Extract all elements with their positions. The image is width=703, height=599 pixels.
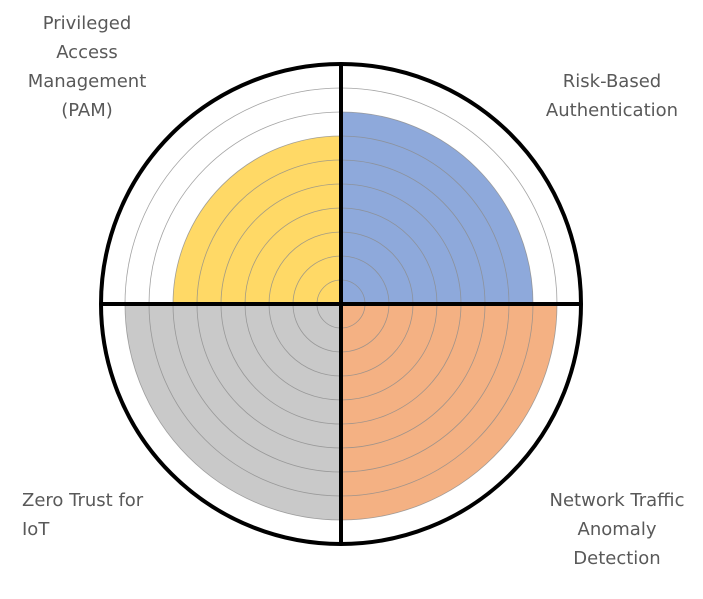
sector-zero-trust-for-iot bbox=[125, 304, 341, 520]
category-label-line: Anomaly bbox=[578, 519, 657, 540]
category-label-line: Network Traffic bbox=[550, 490, 685, 511]
category-label-line: IoT bbox=[22, 519, 50, 540]
category-label-line: Management bbox=[28, 71, 147, 92]
category-label-line: Risk-Based bbox=[563, 71, 661, 92]
category-label-line: Zero Trust for bbox=[22, 490, 144, 511]
category-label-line: (PAM) bbox=[61, 100, 113, 121]
sector-risk-based-authentication bbox=[341, 112, 533, 304]
sector-privileged-access-management-pam- bbox=[173, 136, 341, 304]
category-label-line: Authentication bbox=[546, 100, 678, 121]
sector-network-traffic-anomaly-detection bbox=[341, 304, 557, 520]
category-label-line: Detection bbox=[573, 548, 660, 569]
category-label-line: Access bbox=[56, 42, 118, 63]
category-label-line: Privileged bbox=[43, 13, 132, 34]
